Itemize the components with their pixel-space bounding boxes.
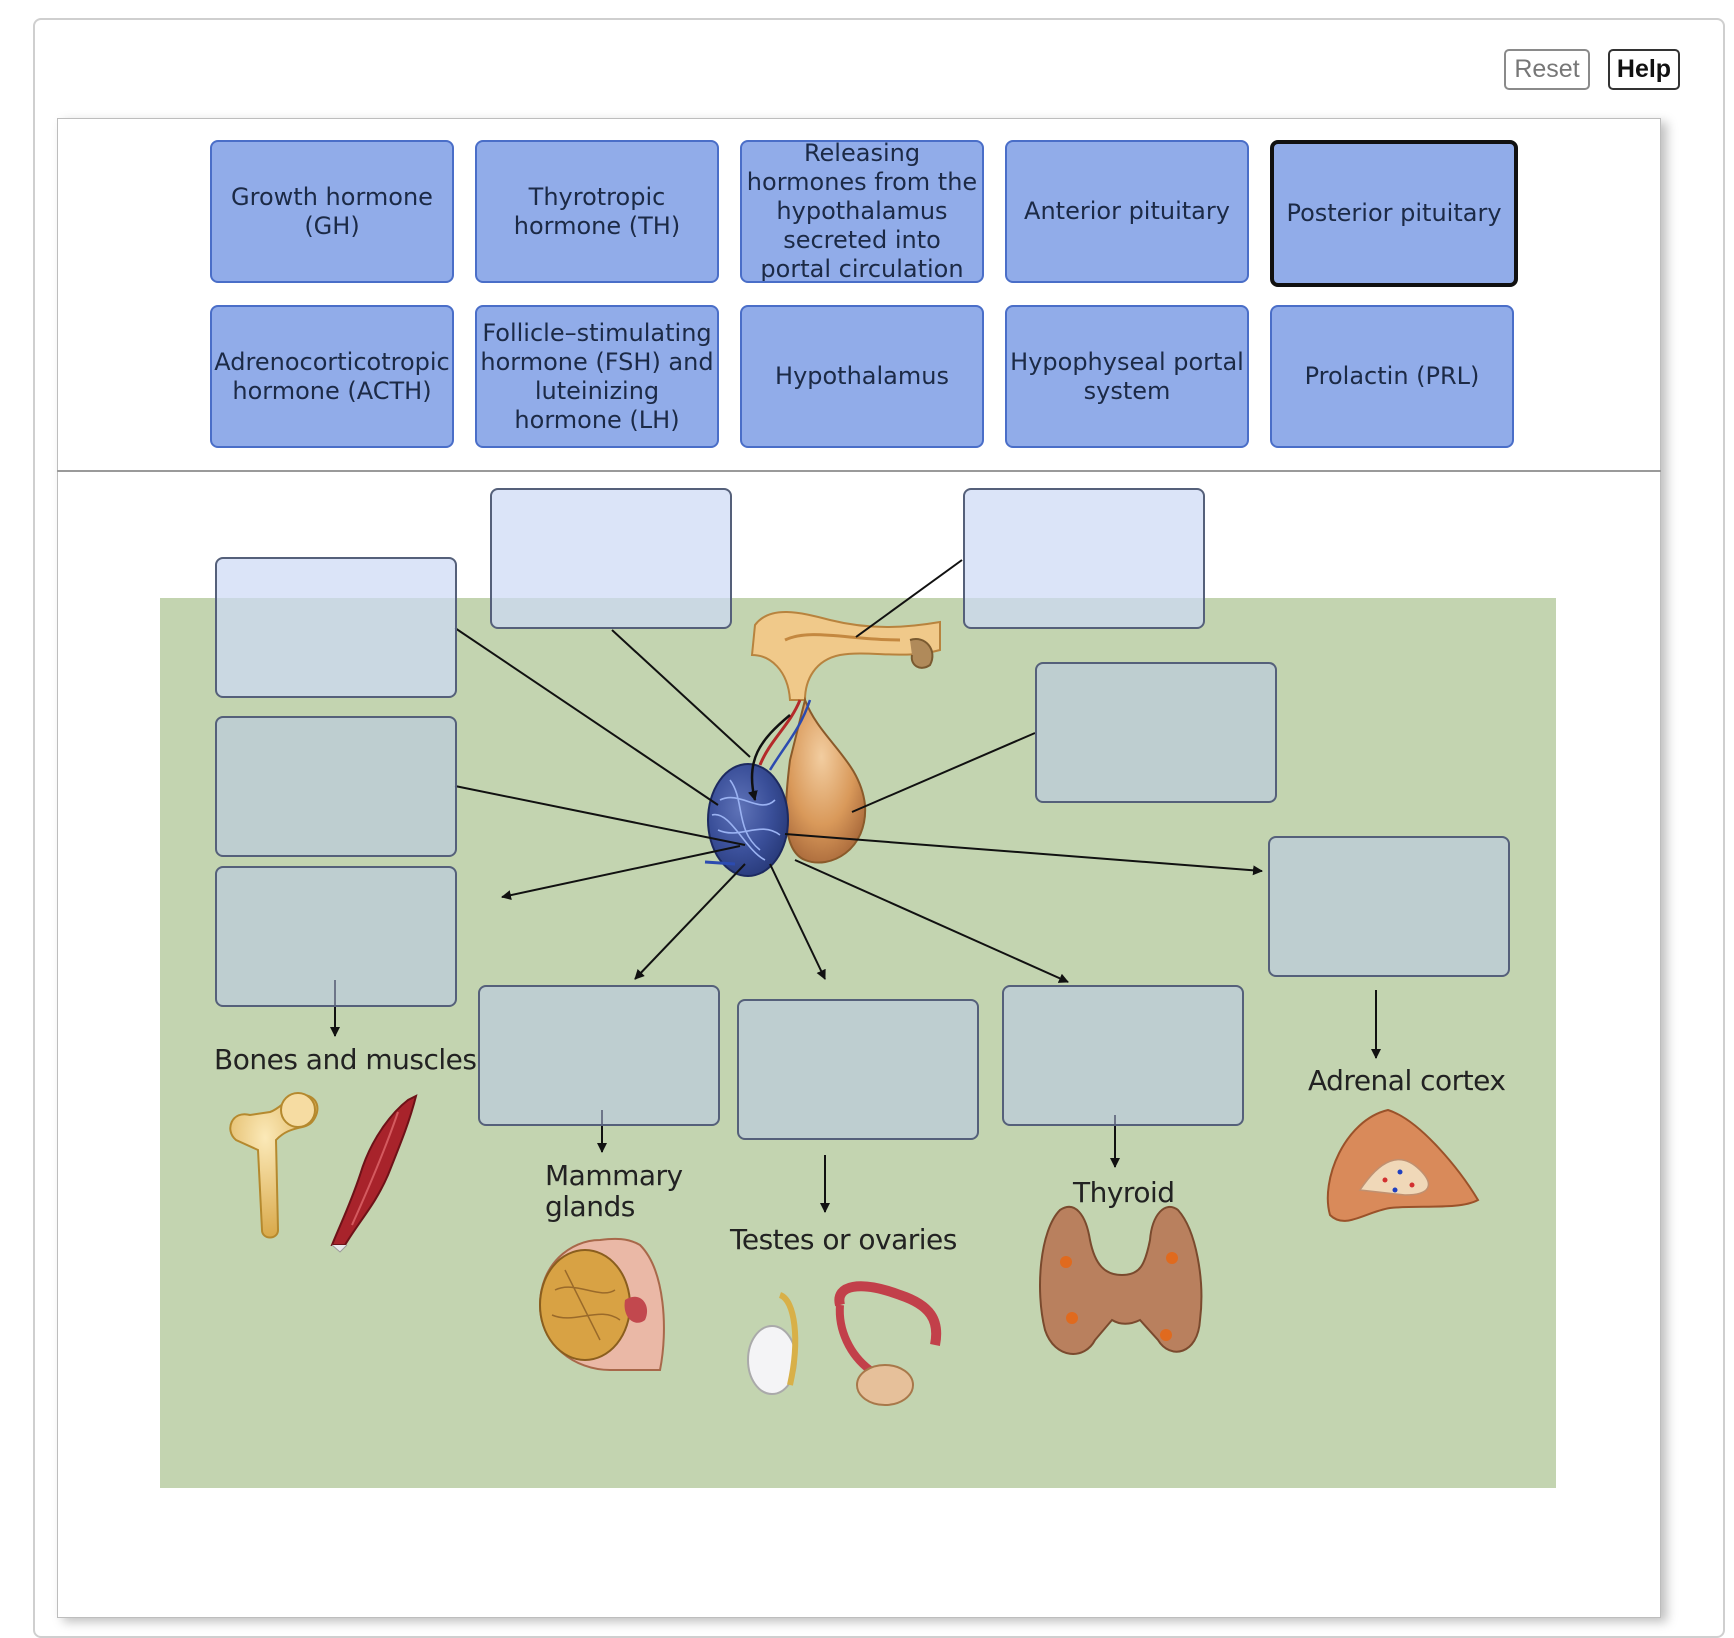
testis-icon bbox=[747, 1292, 799, 1395]
organ-label-thyroid: Thyroid bbox=[1073, 1176, 1175, 1209]
diagram-illustration bbox=[229, 559, 1480, 1406]
help-button[interactable]: Help bbox=[1608, 49, 1680, 90]
drop-zone-mammary-glands[interactable] bbox=[478, 985, 720, 1126]
label-tile-releasing-hormones[interactable]: Releasing hormones from the hypothalamus… bbox=[740, 140, 984, 283]
label-tile-growth-hormone[interactable]: Growth hormone (GH) bbox=[210, 140, 454, 283]
drop-zone-bones-and-muscles[interactable] bbox=[215, 866, 457, 1007]
thyroid-icon bbox=[1039, 1205, 1203, 1355]
drop-zone-right-upper[interactable] bbox=[1035, 662, 1277, 803]
drop-zone-upper-left[interactable] bbox=[215, 557, 457, 698]
drop-zone-middle-left[interactable] bbox=[215, 716, 457, 857]
bone-icon bbox=[229, 1092, 319, 1239]
drop-zone-adrenal-cortex[interactable] bbox=[1268, 836, 1510, 977]
drop-zone-top-left[interactable] bbox=[490, 488, 732, 629]
organ-label-adrenal-cortex: Adrenal cortex bbox=[1308, 1064, 1506, 1097]
label-tile-hypothalamus[interactable]: Hypothalamus bbox=[740, 305, 984, 448]
ovary-icon bbox=[834, 1281, 942, 1406]
label-tile-anterior-pituitary[interactable]: Anterior pituitary bbox=[1005, 140, 1249, 283]
drop-zone-thyroid[interactable] bbox=[1002, 985, 1244, 1126]
label-tile-prolactin[interactable]: Prolactin (PRL) bbox=[1270, 305, 1514, 448]
reset-button[interactable]: Reset bbox=[1504, 49, 1590, 90]
drop-zone-testes-or-ovaries[interactable] bbox=[737, 999, 979, 1140]
organ-label-bones-and-muscles: Bones and muscles bbox=[214, 1043, 477, 1076]
muscle-icon bbox=[330, 1094, 418, 1253]
adrenal-icon bbox=[1326, 1108, 1480, 1222]
drop-zone-top-right[interactable] bbox=[963, 488, 1205, 629]
bank-divider bbox=[57, 470, 1661, 472]
label-tile-posterior-pituitary[interactable]: Posterior pituitary bbox=[1270, 140, 1518, 287]
label-tile-hypophyseal-portal-system[interactable]: Hypophyseal portal system bbox=[1005, 305, 1249, 448]
label-tile-fsh-lh[interactable]: Follicle–stimulating hormone (FSH) and l… bbox=[475, 305, 719, 448]
label-tile-thyrotropic-hormone[interactable]: Thyrotropic hormone (TH) bbox=[475, 140, 719, 283]
label-tile-acth[interactable]: Adrenocorticotropic hormone (ACTH) bbox=[210, 305, 454, 448]
organ-label-testes-or-ovaries: Testes or ovaries bbox=[730, 1223, 957, 1256]
organ-label-mammary-glands: Mammary glands bbox=[545, 1159, 683, 1223]
mammary-gland-icon bbox=[538, 1237, 665, 1371]
